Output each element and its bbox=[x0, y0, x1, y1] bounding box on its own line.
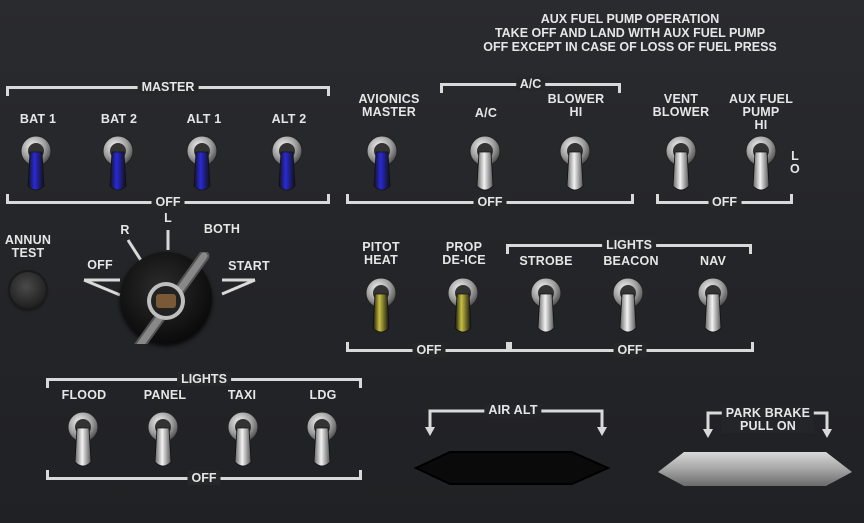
annun-test-button[interactable] bbox=[10, 272, 46, 308]
nav-switch[interactable] bbox=[695, 276, 731, 336]
vent-label-line-1: VENT bbox=[663, 92, 699, 106]
magneto-off-label: OFF bbox=[87, 258, 113, 272]
vent-aux-off-label: OFF bbox=[708, 195, 741, 209]
lights-top-bracket: LIGHTS bbox=[506, 238, 752, 254]
ac-switch[interactable] bbox=[467, 134, 503, 194]
prop-label-line-2: DE-ICE bbox=[442, 253, 486, 267]
magneto-key-switch[interactable] bbox=[120, 250, 212, 354]
lights-bottom-off-label: OFF bbox=[187, 471, 221, 485]
magneto-l-label: L bbox=[164, 211, 172, 225]
prop-deice-label: PROP DE-ICE bbox=[442, 241, 486, 267]
panel-label: PANEL bbox=[143, 388, 187, 402]
aux-pump-hi-label: HI bbox=[754, 118, 768, 132]
magneto-tick-marks bbox=[83, 230, 256, 297]
nav-label: NAV bbox=[699, 254, 727, 268]
taxi-label: TAXI bbox=[227, 388, 257, 402]
annun-test-label: ANNUN TEST bbox=[5, 234, 51, 260]
lights-top-off-label: OFF bbox=[613, 343, 647, 357]
bat1-switch[interactable] bbox=[18, 134, 54, 194]
master-off-label: OFF bbox=[151, 195, 185, 209]
park-brake-label: PARK BRAKE PULL ON bbox=[721, 406, 815, 433]
lights-bottom-off-bracket: OFF bbox=[46, 470, 362, 485]
air-alt-handle[interactable] bbox=[410, 448, 612, 488]
master-bracket: MASTER bbox=[6, 80, 330, 96]
master-title: MASTER bbox=[137, 80, 199, 94]
park-brake-label-line-1: PARK BRAKE bbox=[725, 406, 811, 420]
vent-blower-label: VENT BLOWER bbox=[653, 93, 710, 119]
note-line-1: AUX FUEL PUMP OPERATION bbox=[540, 12, 720, 26]
aux-pump-lo-label: L O bbox=[790, 150, 800, 176]
note-line-3: OFF EXCEPT IN CASE OF LOSS OF FUEL PRESS bbox=[483, 40, 777, 54]
vent-blower-switch[interactable] bbox=[663, 134, 699, 194]
panel-switch[interactable] bbox=[145, 410, 181, 470]
bat1-label: BAT 1 bbox=[19, 112, 57, 126]
ac-off-bracket: OFF bbox=[346, 194, 634, 209]
pitot-label-line-2: HEAT bbox=[364, 253, 398, 267]
ldg-label: LDG bbox=[309, 388, 337, 402]
beacon-switch[interactable] bbox=[610, 276, 646, 336]
ldg-switch[interactable] bbox=[304, 410, 340, 470]
ac-label: A/C bbox=[474, 106, 498, 120]
alt1-switch[interactable] bbox=[184, 134, 220, 194]
aux-fuel-pump-label: AUX FUEL PUMP HI bbox=[729, 93, 793, 132]
master-off-bracket: OFF bbox=[6, 194, 330, 209]
aux-pump-lo-line-2: O bbox=[790, 162, 800, 176]
alt1-label: ALT 1 bbox=[186, 112, 222, 126]
prop-label-line-1: PROP bbox=[445, 240, 483, 254]
alt2-switch[interactable] bbox=[269, 134, 305, 194]
vent-off-bracket: OFF bbox=[656, 194, 793, 209]
park-brake-handle[interactable] bbox=[654, 446, 854, 488]
park-brake-label-line-2: PULL ON bbox=[739, 419, 797, 433]
flood-label: FLOOD bbox=[61, 388, 107, 402]
magneto-start-label: START bbox=[228, 259, 270, 273]
lights-bottom-bracket: LIGHTS bbox=[46, 372, 362, 388]
avionics-label-line-1: AVIONICS bbox=[358, 92, 420, 106]
pitot-heat-switch[interactable] bbox=[363, 276, 399, 336]
avionics-master-switch[interactable] bbox=[364, 134, 400, 194]
ac-off-label: OFF bbox=[473, 195, 507, 209]
bat2-switch[interactable] bbox=[100, 134, 136, 194]
aux-pump-lo-line-1: L bbox=[791, 149, 799, 163]
annun-label-line-1: ANNUN bbox=[4, 233, 52, 247]
aux-fuel-pump-note: AUX FUEL PUMP OPERATION TAKE OFF AND LAN… bbox=[483, 12, 777, 54]
blower-hi-switch[interactable] bbox=[557, 134, 593, 194]
heat-off-bracket: OFF bbox=[346, 342, 512, 357]
blower-label-line-1: BLOWER bbox=[547, 92, 605, 106]
taxi-switch[interactable] bbox=[225, 410, 261, 470]
note-line-2: TAKE OFF AND LAND WITH AUX FUEL PUMP bbox=[494, 26, 766, 40]
aux-pump-label-line-1: AUX FUEL bbox=[728, 92, 794, 106]
ac-group-title: A/C bbox=[515, 77, 546, 91]
lights-bottom-title: LIGHTS bbox=[177, 372, 231, 386]
ac-bracket: A/C bbox=[440, 77, 621, 93]
lights-top-title: LIGHTS bbox=[602, 238, 656, 252]
blower-hi-label: BLOWER HI bbox=[548, 93, 605, 119]
magneto-key-icon bbox=[132, 250, 210, 354]
bat2-label: BAT 2 bbox=[100, 112, 138, 126]
annun-label-line-2: TEST bbox=[11, 246, 45, 260]
magneto-r-label: R bbox=[120, 223, 130, 237]
blower-label-line-2: HI bbox=[569, 105, 583, 119]
strobe-switch[interactable] bbox=[528, 276, 564, 336]
avionics-master-label: AVIONICS MASTER bbox=[358, 93, 419, 119]
vent-label-line-2: BLOWER bbox=[652, 105, 710, 119]
pitot-heat-label: PITOT HEAT bbox=[362, 241, 400, 267]
aux-fuel-pump-switch[interactable] bbox=[743, 134, 779, 194]
prop-deice-switch[interactable] bbox=[445, 276, 481, 336]
lights-top-off-bracket: OFF bbox=[506, 342, 754, 357]
aux-pump-label-line-2: PUMP bbox=[742, 105, 780, 119]
flood-switch[interactable] bbox=[65, 410, 101, 470]
pitot-label-line-1: PITOT bbox=[362, 240, 400, 254]
magneto-both-label: BOTH bbox=[203, 222, 241, 236]
avionics-label-line-2: MASTER bbox=[362, 105, 416, 119]
air-alt-label: AIR ALT bbox=[484, 404, 542, 417]
alt2-label: ALT 2 bbox=[271, 112, 307, 126]
beacon-label: BEACON bbox=[603, 254, 659, 268]
heat-off-label: OFF bbox=[412, 343, 446, 357]
strobe-label: STROBE bbox=[519, 254, 573, 268]
